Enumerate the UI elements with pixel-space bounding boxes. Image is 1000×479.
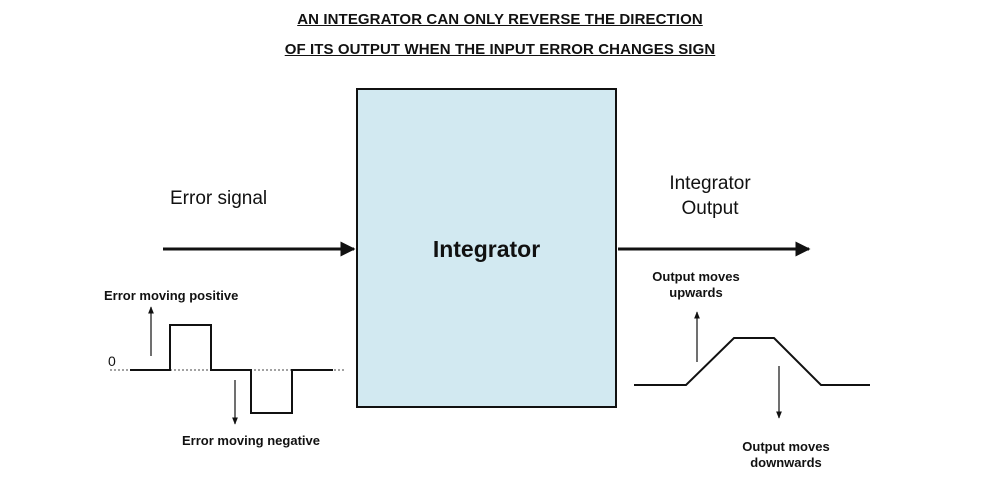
- error-positive-label: Error moving positive: [104, 288, 239, 303]
- output-upwards-label-line-1: Output moves: [652, 269, 740, 284]
- integrator-block-label: Integrator: [432, 236, 541, 262]
- output-waveform: [634, 337, 870, 386]
- error-signal-label: Error signal: [170, 188, 268, 209]
- integrator-output-label-line-2: Output: [681, 198, 739, 219]
- integrator-block: Integrator: [356, 88, 617, 408]
- zero-label: 0: [108, 353, 116, 369]
- output-downwards-label-line-1: Output moves: [742, 439, 830, 454]
- integrator-output-label-line-1: Integrator: [669, 173, 751, 194]
- error-negative-label: Error moving negative: [182, 433, 320, 448]
- output-downwards-label-line-2: downwards: [750, 455, 822, 470]
- diagram-title-line-1: AN INTEGRATOR CAN ONLY REVERSE THE DIREC…: [297, 11, 703, 28]
- error-waveform: [130, 324, 333, 414]
- integrator-output-label: Integrator Output: [650, 171, 770, 221]
- output-upwards-label: Output moves upwards: [636, 269, 756, 301]
- output-downwards-label: Output moves downwards: [726, 439, 846, 471]
- output-upwards-label-line-2: upwards: [669, 285, 723, 300]
- diagram-title-line-2: OF ITS OUTPUT WHEN THE INPUT ERROR CHANG…: [284, 41, 716, 58]
